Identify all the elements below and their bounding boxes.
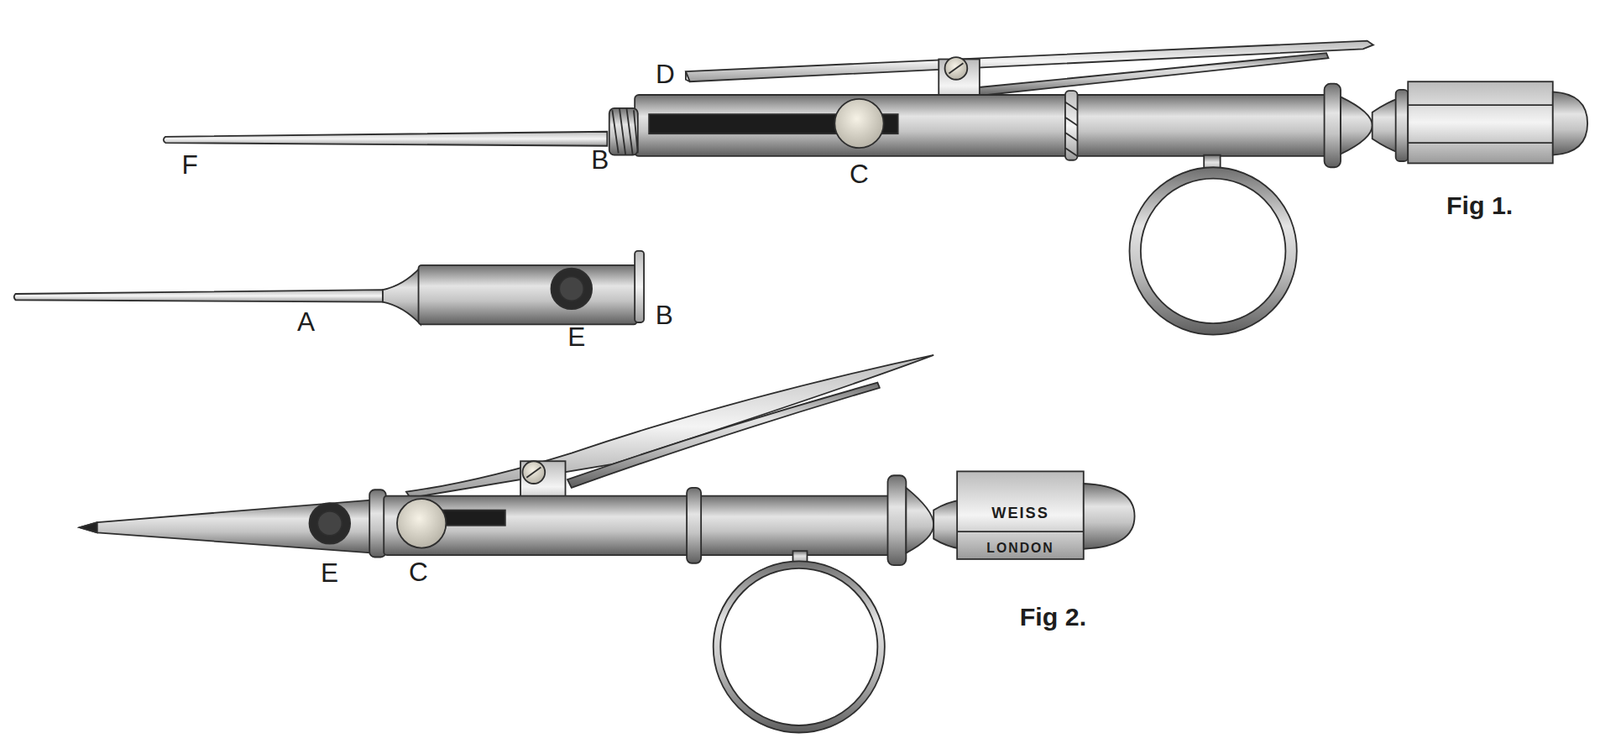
part-letter: C <box>408 559 429 586</box>
part-letter: B <box>590 146 609 174</box>
part-letter: E <box>567 324 586 352</box>
maker-mark: LONDON <box>986 541 1054 555</box>
part-letter: A <box>297 308 315 336</box>
maker-mark: WEISS <box>991 505 1050 521</box>
part-letter: C <box>849 161 869 189</box>
part-letter: D <box>655 61 675 89</box>
figure-label: Fig 1. <box>1446 192 1513 218</box>
removable-point <box>14 250 644 325</box>
part-letter: E <box>320 559 339 587</box>
figure-two <box>79 355 1135 733</box>
part-letter: B <box>655 302 674 330</box>
figure-label: Fig 2. <box>1019 603 1087 629</box>
part-letter: F <box>181 151 198 179</box>
